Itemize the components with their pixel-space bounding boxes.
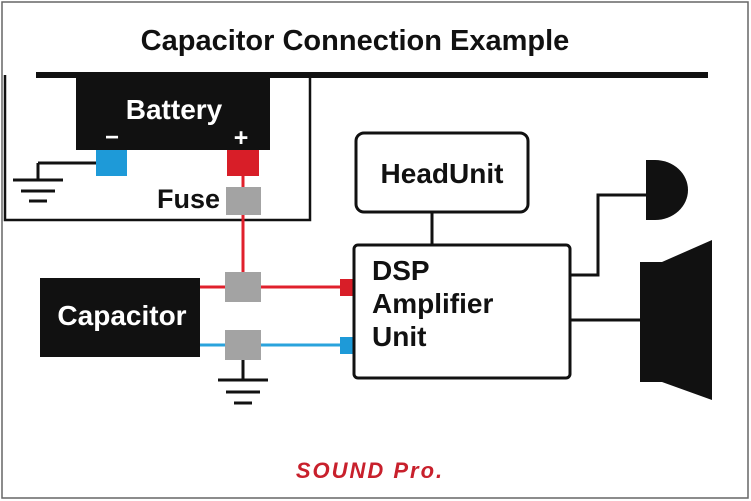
- amplifier-label: DSP Amplifier Unit: [372, 255, 501, 352]
- battery-positive-terminal: [227, 150, 259, 176]
- tweeter-wire: [570, 193, 646, 277]
- amp-negative-terminal: [340, 337, 355, 354]
- amplifier-label-line-3: Unit: [372, 321, 426, 352]
- tweeter-icon: [646, 160, 688, 220]
- woofer-speaker-icon: [640, 240, 712, 400]
- amplifier-box: [352, 243, 572, 380]
- diagram-title: Capacitor Connection Example: [141, 25, 570, 57]
- brand-logo: SOUND Pro.: [296, 458, 444, 483]
- negative-junction-connector: [225, 330, 261, 360]
- battery-plus-sign: +: [234, 124, 249, 152]
- headunit-box: [354, 131, 530, 214]
- battery-compartment: [3, 75, 312, 222]
- amplifier-label-line-2: Amplifier: [372, 288, 493, 319]
- positive-junction-connector: [225, 272, 261, 302]
- fuse-label: Fuse: [157, 184, 220, 214]
- ground-symbol-icon: [13, 163, 63, 203]
- fuse-connector: [226, 187, 261, 215]
- capacitor: Capacitor: [40, 278, 200, 357]
- capacitor-label: Capacitor: [57, 300, 186, 331]
- battery-minus-sign: −: [105, 124, 119, 151]
- amp-positive-terminal: [340, 279, 355, 296]
- headunit-label: HeadUnit: [381, 158, 504, 189]
- amplifier-label-line-1: DSP: [372, 255, 429, 286]
- ground-symbol-icon: [218, 378, 268, 405]
- battery-label: Battery: [126, 94, 223, 125]
- capacitor-body: [40, 278, 200, 357]
- battery-body: [76, 75, 270, 150]
- battery: Battery − +: [76, 75, 270, 152]
- battery-negative-terminal: [96, 150, 127, 176]
